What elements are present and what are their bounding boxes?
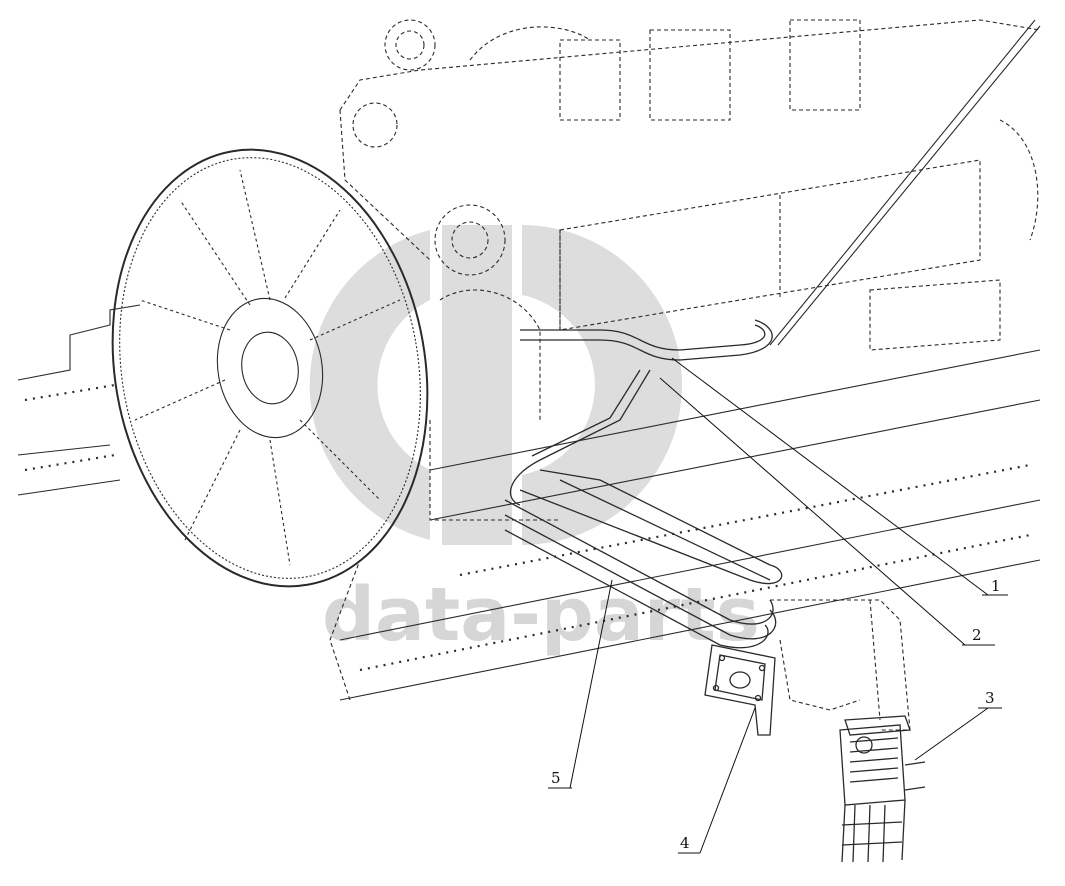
support-stand bbox=[770, 599, 911, 731]
engine-block bbox=[329, 19, 1041, 701]
callout-leader-1 bbox=[671, 357, 989, 596]
callouts: 1 2 3 4 5 bbox=[548, 357, 1008, 854]
callout-leader-3 bbox=[914, 707, 989, 761]
callout-label-3: 3 bbox=[985, 689, 995, 707]
valve-unit bbox=[839, 715, 926, 863]
callout-label-4: 4 bbox=[680, 834, 690, 852]
callout-label-5: 5 bbox=[551, 769, 561, 787]
control-rod bbox=[769, 19, 1041, 346]
line-art bbox=[17, 19, 1041, 863]
callout-leader-5 bbox=[569, 579, 613, 789]
cooling-fan bbox=[111, 148, 429, 588]
watermark: data-parts bbox=[309, 225, 760, 658]
mounting-bracket bbox=[704, 644, 776, 736]
watermark-logo bbox=[309, 225, 682, 545]
watermark-text: data-parts bbox=[322, 572, 760, 658]
callout-label-1: 1 bbox=[991, 577, 1001, 595]
callout-label-2: 2 bbox=[972, 626, 982, 644]
callout-leader-4 bbox=[699, 707, 756, 854]
pipe-bundle bbox=[504, 319, 783, 649]
callout-leader-2 bbox=[659, 377, 966, 646]
